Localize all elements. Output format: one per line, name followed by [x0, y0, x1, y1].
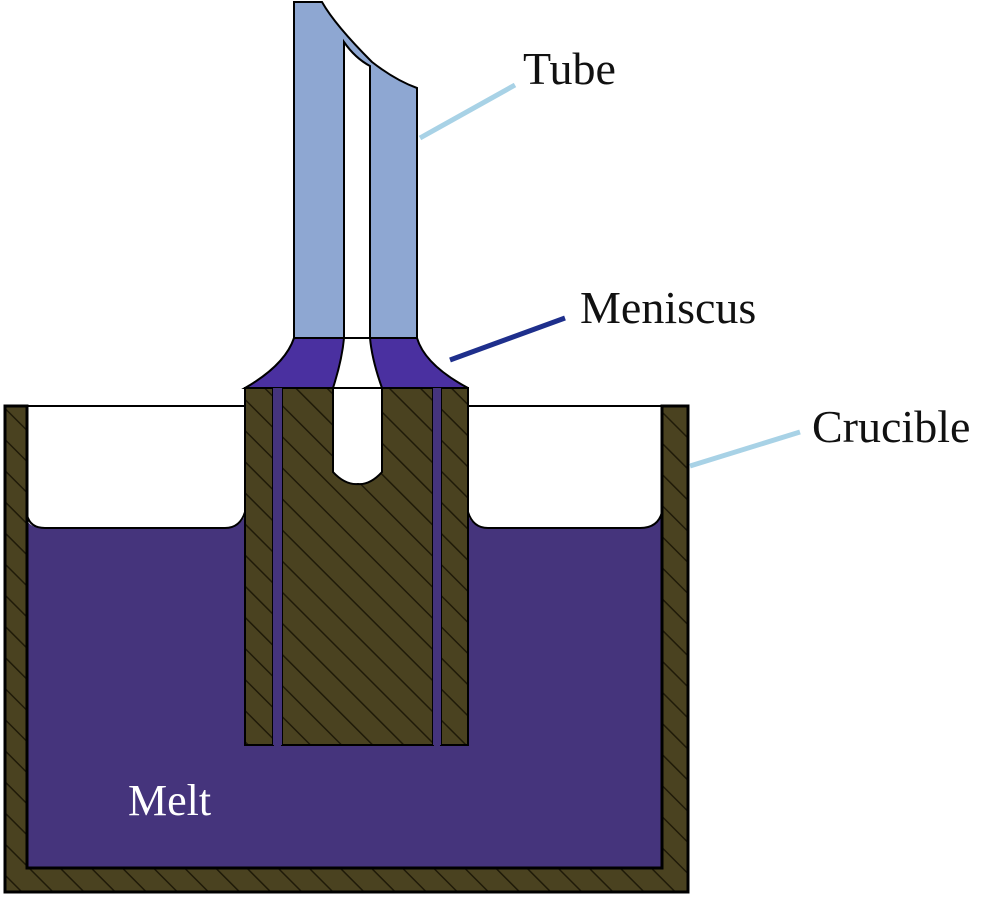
melt-surface-left: [26, 406, 246, 529]
label-tube: Tube: [523, 43, 616, 94]
label-crucible: Crucible: [812, 401, 970, 452]
capillary-right: [433, 388, 441, 745]
tube-leader: [418, 82, 517, 141]
crucible-leader: [689, 429, 801, 469]
label-meniscus: Meniscus: [580, 282, 756, 333]
die-left-wall: [244, 387, 274, 746]
meniscus-leader: [449, 315, 566, 363]
melt-surface-right: [467, 511, 663, 529]
die-right-wall: [440, 387, 469, 746]
tube-bore: [343, 38, 371, 339]
capillary-left: [273, 388, 282, 745]
die-bore: [332, 387, 383, 486]
melt-fill: [27, 512, 662, 868]
label-melt: Melt: [128, 776, 211, 825]
